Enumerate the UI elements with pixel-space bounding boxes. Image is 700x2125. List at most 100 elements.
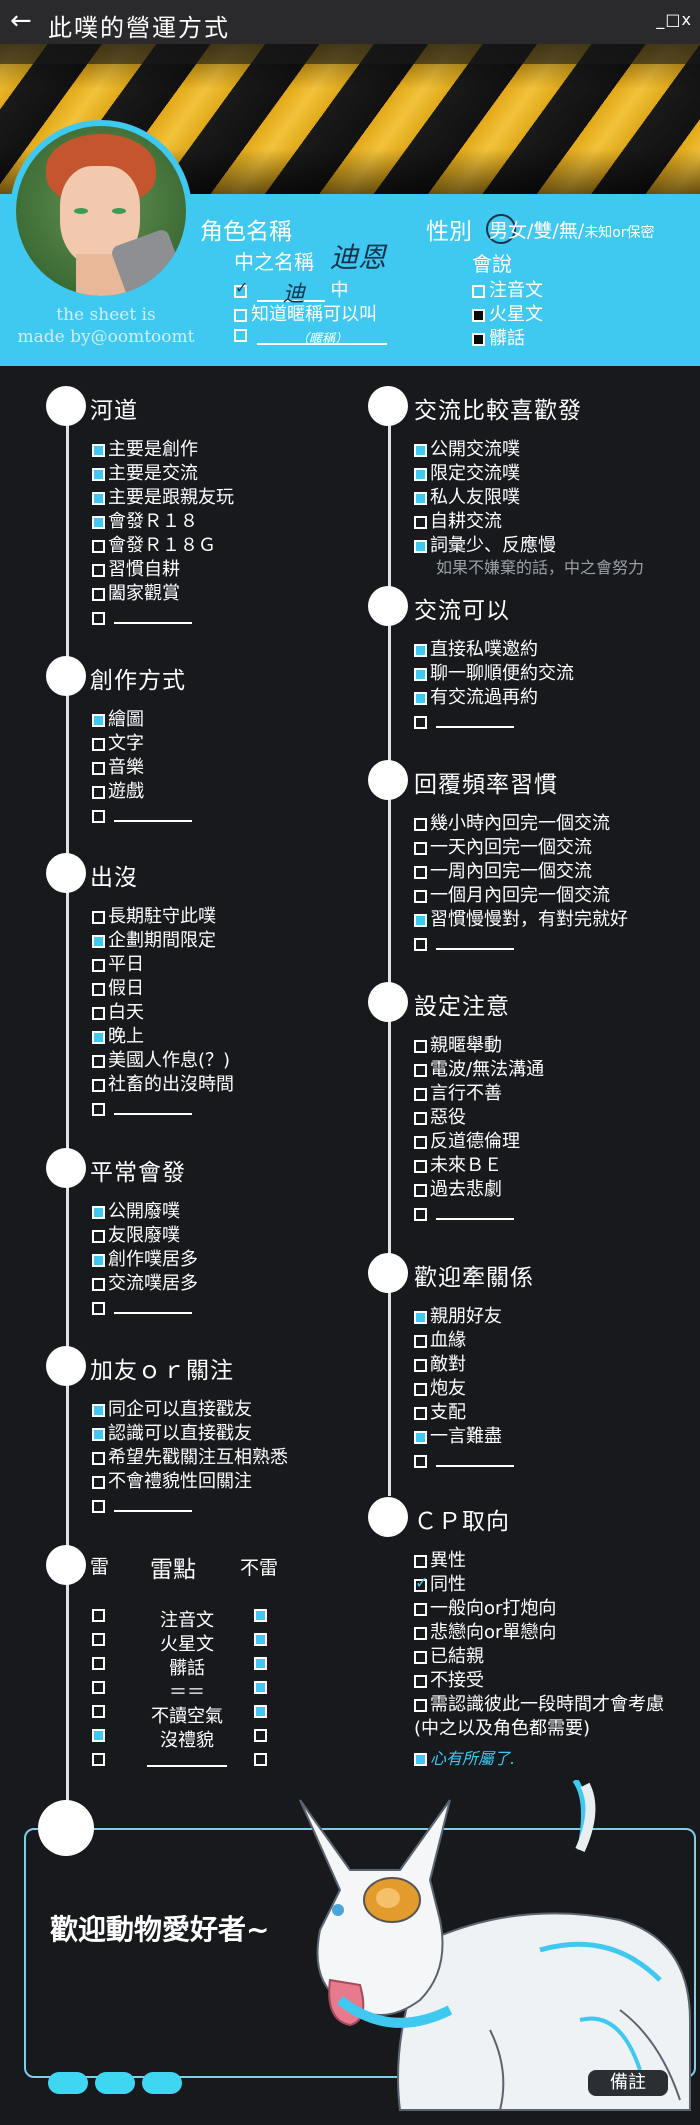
checklist-item[interactable]: 遊戲 xyxy=(92,782,144,802)
checklist-item[interactable]: 直接私噗邀約 xyxy=(414,640,538,660)
checkbox[interactable] xyxy=(92,1403,105,1417)
checklist-item[interactable]: 聊一聊順便約交流 xyxy=(414,664,574,684)
cp-highlight-item[interactable]: 心有所屬了. xyxy=(414,1749,515,1769)
checkbox[interactable] xyxy=(92,1030,105,1044)
checkbox[interactable] xyxy=(234,308,247,322)
checklist-item[interactable]: 反道德倫理 xyxy=(414,1132,520,1152)
gender-options[interactable]: 男女/雙/無/未知or保密 xyxy=(489,220,655,242)
checkbox[interactable] xyxy=(92,1253,105,1267)
checklist-item[interactable]: 不接受 xyxy=(414,1671,484,1691)
checklist-item[interactable]: 過去悲劇 xyxy=(414,1180,502,1200)
thunder-checkbox[interactable] xyxy=(92,1633,105,1646)
not-thunder-checkbox[interactable] xyxy=(254,1753,267,1766)
checkbox[interactable] xyxy=(414,1430,427,1444)
checkbox[interactable] xyxy=(414,841,427,855)
checklist-item[interactable]: 公開廢噗 xyxy=(92,1202,180,1222)
checkbox[interactable] xyxy=(92,1205,105,1219)
checklist-item[interactable]: 習慣自耕 xyxy=(92,560,180,580)
checklist-item[interactable]: 長期駐守此噗 xyxy=(92,907,216,927)
checklist-item[interactable]: 敵對 xyxy=(414,1355,466,1375)
not-thunder-checkbox[interactable] xyxy=(254,1729,267,1742)
checkbox[interactable] xyxy=(414,1159,427,1173)
checklist-item[interactable]: 未來ＢＥ xyxy=(414,1156,502,1176)
checkbox[interactable] xyxy=(414,1752,427,1766)
checkbox[interactable] xyxy=(414,1454,427,1468)
blank-item[interactable] xyxy=(92,1496,192,1516)
blank-item[interactable] xyxy=(414,1204,514,1224)
checklist-item[interactable]: 親朋好友 xyxy=(414,1307,502,1327)
checklist-item[interactable]: 闔家觀賞 xyxy=(92,584,180,604)
checklist-item[interactable]: ✓同性 xyxy=(414,1572,466,1595)
checkbox[interactable] xyxy=(414,1650,427,1664)
checkbox[interactable] xyxy=(92,761,105,775)
checkbox[interactable] xyxy=(92,982,105,996)
checklist-item[interactable]: 親暱舉動 xyxy=(414,1036,502,1056)
checklist-item[interactable]: 有交流過再約 xyxy=(414,688,538,708)
checkbox[interactable] xyxy=(414,1334,427,1348)
checkbox[interactable] xyxy=(414,539,427,553)
checklist-item[interactable]: 同企可以直接戳友 xyxy=(92,1400,252,1420)
checklist-item[interactable]: 社畜的出沒時間 xyxy=(92,1075,234,1095)
checklist-item[interactable]: 白天 xyxy=(92,1003,144,1023)
blank-item[interactable] xyxy=(92,1298,192,1318)
thunder-checkbox[interactable] xyxy=(92,1681,105,1694)
nickname-row[interactable]: ✓ 迪 中 xyxy=(234,277,349,307)
checkbox[interactable] xyxy=(92,1078,105,1092)
not-thunder-checkbox[interactable] xyxy=(254,1633,267,1646)
checkbox[interactable] xyxy=(92,515,105,529)
checkbox[interactable] xyxy=(414,491,427,505)
checkbox[interactable] xyxy=(92,1475,105,1489)
nickname-blank-row[interactable] xyxy=(234,324,387,345)
checkbox[interactable] xyxy=(92,737,105,751)
checklist-item[interactable]: 企劃期間限定 xyxy=(92,931,216,951)
checklist-item[interactable]: 美國人作息(？) xyxy=(92,1051,230,1071)
checkbox[interactable] xyxy=(414,889,427,903)
checklist-item[interactable]: 私人友限噗 xyxy=(414,488,520,508)
checklist-item[interactable]: 不會禮貌性回關注 xyxy=(92,1472,252,1492)
checklist-item[interactable]: 主要是交流 xyxy=(92,464,198,484)
checklist-item[interactable]: 詞彙少、反應慢 xyxy=(414,536,556,556)
checkbox[interactable] xyxy=(414,1135,427,1149)
checklist-item[interactable]: 限定交流噗 xyxy=(414,464,520,484)
checklist-item[interactable]: 一般向or打炮向 xyxy=(414,1599,556,1619)
not-thunder-checkbox[interactable] xyxy=(254,1657,267,1670)
thunder-checkbox[interactable] xyxy=(92,1705,105,1718)
checkbox[interactable] xyxy=(414,1111,427,1125)
checkbox[interactable] xyxy=(414,467,427,481)
checkbox[interactable] xyxy=(414,1207,427,1221)
checklist-item[interactable]: 異性 xyxy=(414,1551,466,1571)
checklist-item[interactable]: 一言難盡 xyxy=(414,1427,502,1447)
checkbox[interactable] xyxy=(414,937,427,951)
checkbox[interactable] xyxy=(414,691,427,705)
checkbox[interactable] xyxy=(92,611,105,625)
blank-item[interactable] xyxy=(414,934,514,954)
checklist-item[interactable]: 主要是創作 xyxy=(92,440,198,460)
checkbox[interactable] xyxy=(414,913,427,927)
not-thunder-checkbox[interactable] xyxy=(254,1705,267,1718)
thunder-checkbox[interactable] xyxy=(92,1657,105,1670)
checklist-item[interactable]: 認識可以直接戳友 xyxy=(92,1424,252,1444)
checkbox[interactable] xyxy=(92,910,105,924)
checkbox[interactable] xyxy=(414,1406,427,1420)
checklist-item[interactable]: 電波/無法溝通 xyxy=(414,1060,544,1080)
checkbox[interactable] xyxy=(92,1451,105,1465)
checkbox[interactable] xyxy=(414,1554,427,1568)
blank-item[interactable] xyxy=(414,712,514,732)
checkbox[interactable] xyxy=(414,1698,427,1712)
checklist-item[interactable]: 幾小時內回完一個交流 xyxy=(414,814,610,834)
checklist-item[interactable]: 悲戀向or單戀向 xyxy=(414,1623,556,1643)
window-controls[interactable]: _□x xyxy=(656,10,692,29)
checkbox[interactable] xyxy=(92,958,105,972)
checklist-item[interactable]: 一個月內回完一個交流 xyxy=(414,886,610,906)
checklist-item[interactable]: 晚上 xyxy=(92,1027,144,1047)
checkbox[interactable] xyxy=(472,284,485,298)
speaks-item[interactable]: 髒話 xyxy=(472,324,525,350)
checklist-item[interactable]: 會發Ｒ１８ xyxy=(92,512,198,532)
checklist-item[interactable]: 平日 xyxy=(92,955,144,975)
blank-item[interactable] xyxy=(92,608,192,628)
checkbox[interactable] xyxy=(92,467,105,481)
checklist-item[interactable]: 繪圖 xyxy=(92,710,144,730)
checklist-item[interactable]: 一天內回完一個交流 xyxy=(414,838,592,858)
checklist-item[interactable]: 需認識彼此一段時間才會考慮 xyxy=(414,1695,664,1715)
checkbox[interactable] xyxy=(414,515,427,529)
